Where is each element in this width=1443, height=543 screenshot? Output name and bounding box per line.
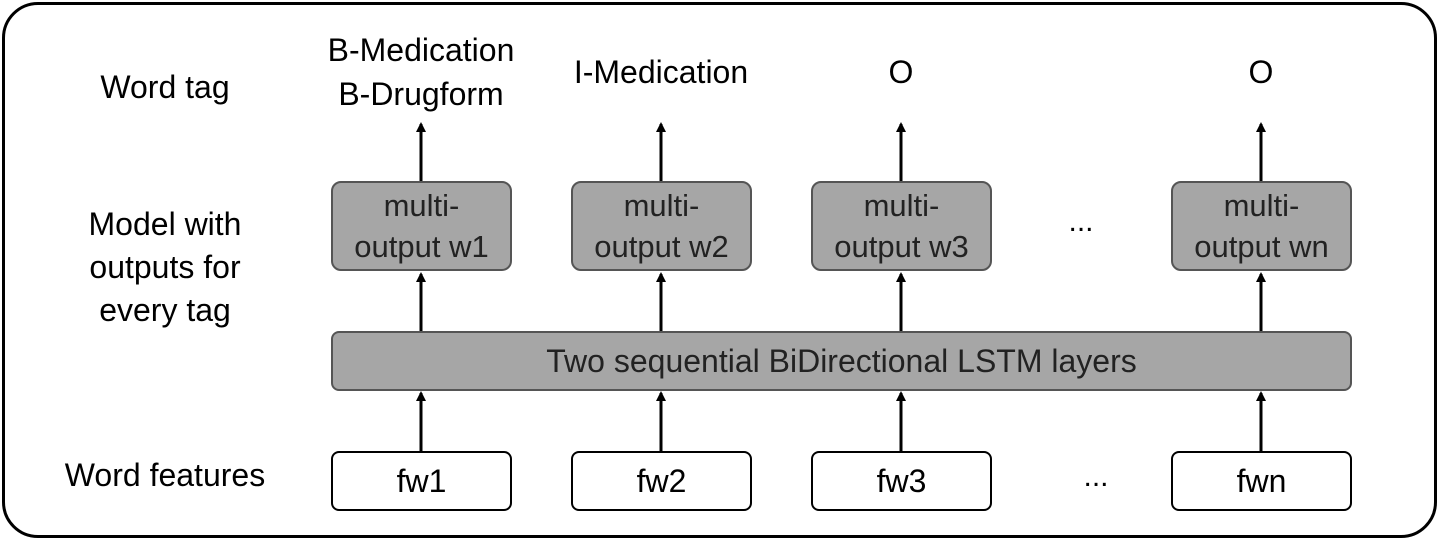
- multi-output-box-n: multi- output wn: [1171, 181, 1352, 271]
- ellipsis-outputs: ...: [1068, 205, 1094, 238]
- word-tag-1: B-Medication B-Drugform: [296, 28, 546, 116]
- row-label-model: Model with outputs for every tag: [50, 203, 280, 332]
- row-label-word-features: Word features: [64, 457, 266, 493]
- multi-output-box-1: multi- output w1: [331, 181, 512, 271]
- word-tag-2: I-Medication: [573, 54, 749, 90]
- multi-output-box-n-line-1: multi-: [1223, 188, 1300, 223]
- row-label-model-line-3: every tag: [99, 292, 231, 328]
- multi-output-box-2: multi- output w2: [571, 181, 752, 271]
- lstm-layer-box: Two sequential BiDirectional LSTM layers: [331, 331, 1352, 391]
- multi-output-box-3-line-2: output w3: [834, 229, 969, 264]
- row-label-model-line-1: Model with: [88, 206, 242, 242]
- ellipsis-features: ...: [1083, 460, 1109, 493]
- multi-output-box-n-line-2: output wn: [1194, 229, 1329, 264]
- multi-output-box-1-line-1: multi-: [383, 188, 460, 223]
- word-tag-n: O: [1248, 54, 1274, 90]
- row-label-model-line-2: outputs for: [89, 249, 241, 285]
- word-tag-1-line-1: B-Medication: [327, 32, 515, 68]
- multi-output-box-3: multi- output w3: [811, 181, 992, 271]
- word-tag-3: O: [888, 54, 914, 90]
- feature-box-2: fw2: [571, 451, 752, 511]
- multi-output-box-2-line-2: output w2: [594, 229, 729, 264]
- feature-box-3: fw3: [811, 451, 992, 511]
- multi-output-box-2-line-1: multi-: [623, 188, 700, 223]
- feature-box-1: fw1: [331, 451, 512, 511]
- row-label-word-tag: Word tag: [100, 69, 230, 105]
- multi-output-box-3-line-1: multi-: [863, 188, 940, 223]
- feature-box-n: fwn: [1171, 451, 1352, 511]
- multi-output-box-1-line-2: output w1: [354, 229, 489, 264]
- word-tag-1-line-2: B-Drugform: [338, 76, 504, 112]
